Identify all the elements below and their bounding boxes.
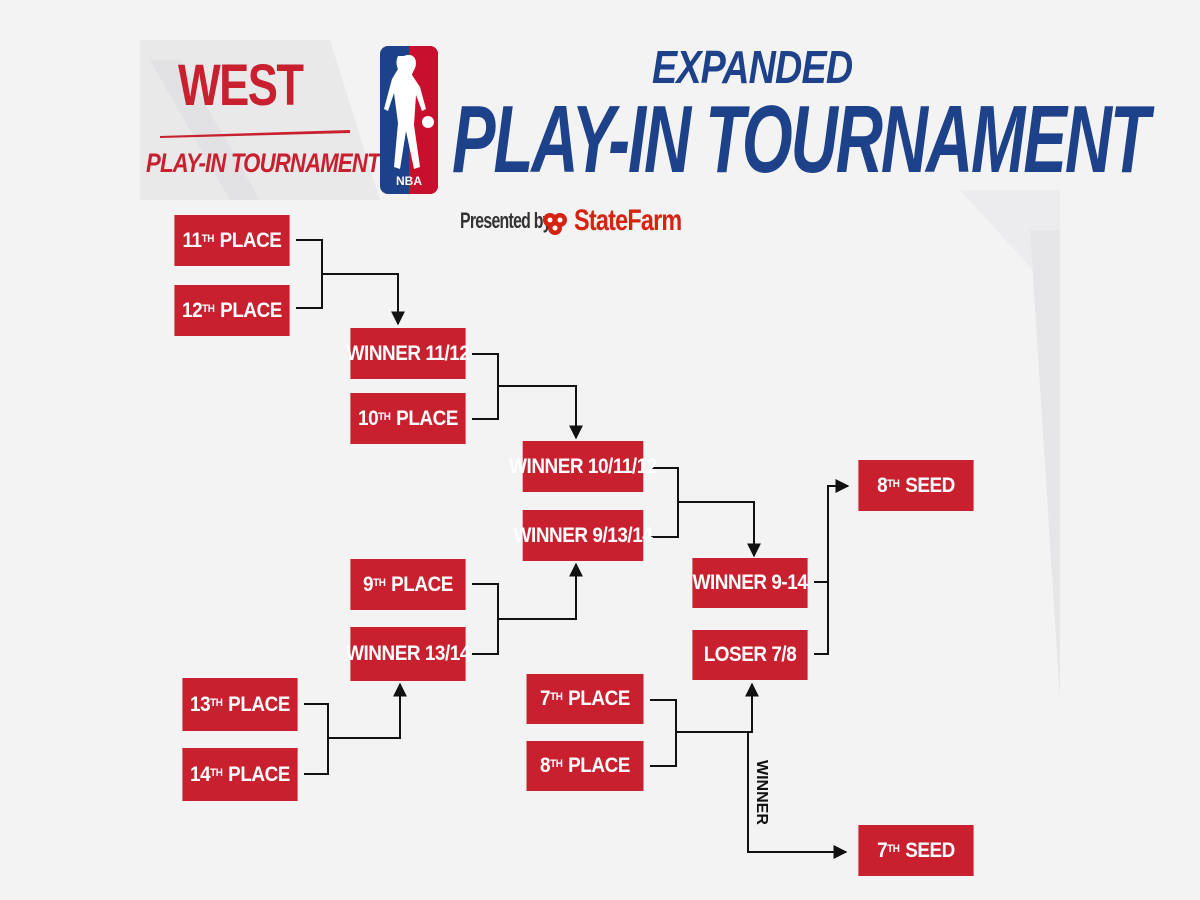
connector-w1112-10 — [472, 353, 499, 420]
arrow-to-8th-seed — [827, 479, 850, 618]
sponsor-name: StateFarm — [574, 204, 682, 237]
connector-final — [814, 581, 829, 655]
presented-by-text: Presented by — [460, 208, 552, 233]
statefarm-logo-icon — [543, 213, 567, 235]
conference-subtitle: PLAY-IN TOURNAMENT — [146, 148, 381, 178]
nba-logo-icon: NBA — [380, 46, 438, 194]
arrow-to-winner-11-12 — [322, 273, 405, 326]
box-winner-11-12: WINNER 11/12 — [347, 328, 470, 379]
connector-7-8 — [650, 699, 677, 767]
winner-label: WINNER — [753, 760, 770, 825]
box-winner-9-14: WINNER 9-14 — [692, 558, 808, 608]
box-winner-13-14: WINNER 13/14 — [346, 627, 470, 681]
title-main: PLAY-IN TOURNAMENT — [452, 86, 1150, 193]
arrow-to-loser-7-8 — [676, 682, 759, 733]
box-loser-7-8: LOSER 7/8 — [692, 630, 808, 680]
box-winner-9-13-14: WINNER 9/13/14 — [514, 510, 653, 561]
svg-text:NBA: NBA — [396, 174, 422, 188]
box-winner-10-11-12: WINNER 10/11/12 — [509, 441, 657, 492]
arrow-to-winner-13-14 — [328, 682, 407, 739]
title-expanded: EXPANDED — [652, 41, 853, 93]
conference-underline — [160, 130, 350, 138]
arrow-to-winner-10-11-12 — [498, 385, 583, 440]
connector-11-12 — [296, 239, 323, 309]
connector-9-w1314 — [472, 583, 499, 655]
arrow-to-winner-9-13-14 — [498, 562, 583, 620]
connector-13-14 — [304, 703, 329, 775]
conference-title: WEST — [178, 53, 304, 118]
arrow-to-7th-seed — [676, 731, 848, 859]
arrow-to-winner-9-14 — [678, 501, 761, 558]
